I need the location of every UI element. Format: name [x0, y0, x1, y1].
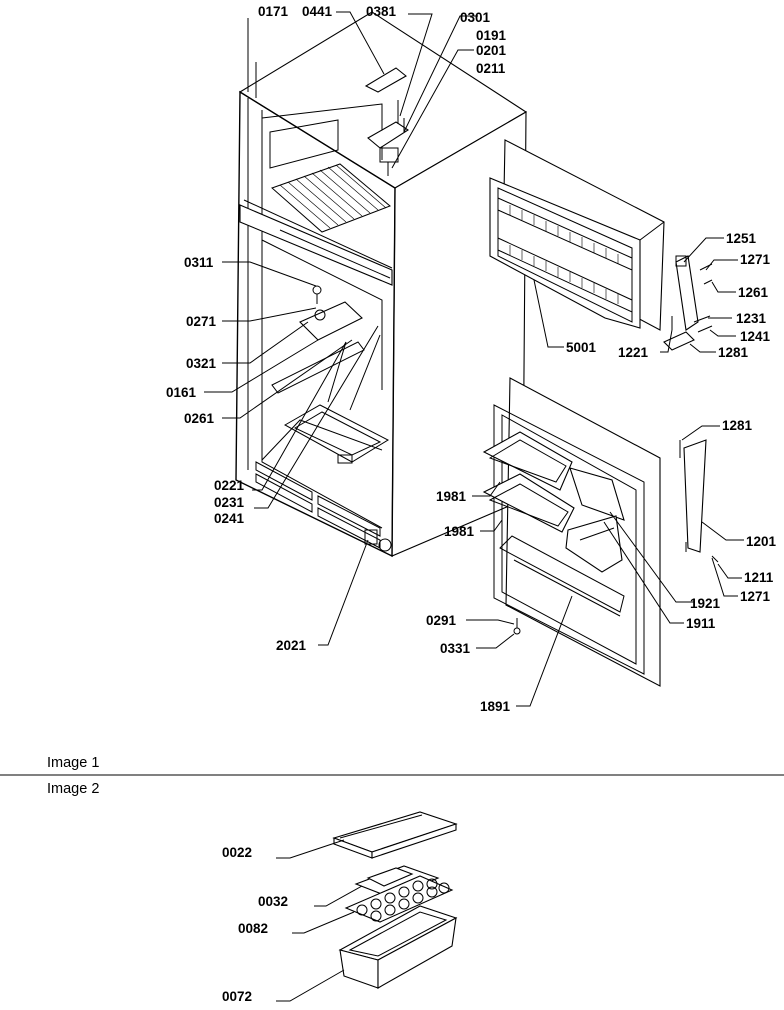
callout-0161: 0161 — [166, 385, 197, 400]
callout-0271: 0271 — [186, 314, 217, 329]
callout-1201: 1201 — [746, 534, 777, 549]
callout-0261: 0261 — [184, 411, 215, 426]
refrigerator-cabinet — [235, 11, 528, 558]
callout-1261: 1261 — [738, 285, 769, 300]
callout-0231: 0231 — [214, 495, 245, 510]
callout-0022: 0022 — [222, 845, 252, 860]
callout-2021: 2021 — [276, 638, 307, 653]
freezer-door — [489, 139, 665, 331]
callout-1251: 1251 — [726, 231, 757, 246]
callout-1981-lower: 1981 — [444, 524, 475, 539]
callout-0241: 0241 — [214, 511, 245, 526]
callout-0311: 0311 — [184, 255, 214, 270]
callout-1981-upper: 1981 — [436, 489, 467, 504]
callout-5001: 5001 — [566, 340, 597, 355]
callout-1271-upper: 1271 — [740, 252, 771, 267]
callout-1241: 1241 — [740, 329, 771, 344]
callout-0072: 0072 — [222, 989, 252, 1004]
callout-1921: 1921 — [690, 596, 721, 611]
callout-1231: 1231 — [736, 311, 767, 326]
figure-2-caption: Image 2 — [47, 781, 99, 797]
center-hinge-bracket — [679, 439, 719, 563]
callout-1911: 1911 — [686, 616, 716, 631]
callout-0301: 0301 — [460, 10, 491, 25]
leader-lines-image2 — [276, 839, 363, 1002]
callout-0221: 0221 — [214, 478, 245, 493]
callout-0291: 0291 — [426, 613, 457, 628]
callout-1891: 1891 — [480, 699, 511, 714]
callout-0032: 0032 — [258, 894, 288, 909]
figure-1-caption: Image 1 — [47, 755, 99, 771]
callout-1271-lower: 1271 — [740, 589, 771, 604]
callout-0441: 0441 — [302, 4, 333, 19]
callout-1211: 1211 — [744, 570, 774, 585]
callout-0331: 0331 — [440, 641, 471, 656]
callout-1221: 1221 — [618, 345, 649, 360]
callout-0191: 0191 — [476, 28, 507, 43]
leader-lines-image1 — [204, 11, 744, 707]
dairy-bin-assembly — [332, 811, 458, 989]
callout-1281-lower: 1281 — [722, 418, 753, 433]
callout-0381: 0381 — [366, 4, 397, 19]
callouts-image2: 0022 0032 0082 0072 — [222, 845, 288, 1004]
callout-1281-upper: 1281 — [718, 345, 749, 360]
callout-0082: 0082 — [238, 921, 268, 936]
callout-0211: 0211 — [476, 61, 506, 76]
callout-0171: 0171 — [258, 4, 289, 19]
callout-0201: 0201 — [476, 43, 507, 58]
callouts-image1: 0171 0441 0381 0301 0191 0201 0211 0311 … — [166, 4, 777, 714]
callout-0321: 0321 — [186, 356, 217, 371]
fresh-food-door — [482, 377, 661, 687]
